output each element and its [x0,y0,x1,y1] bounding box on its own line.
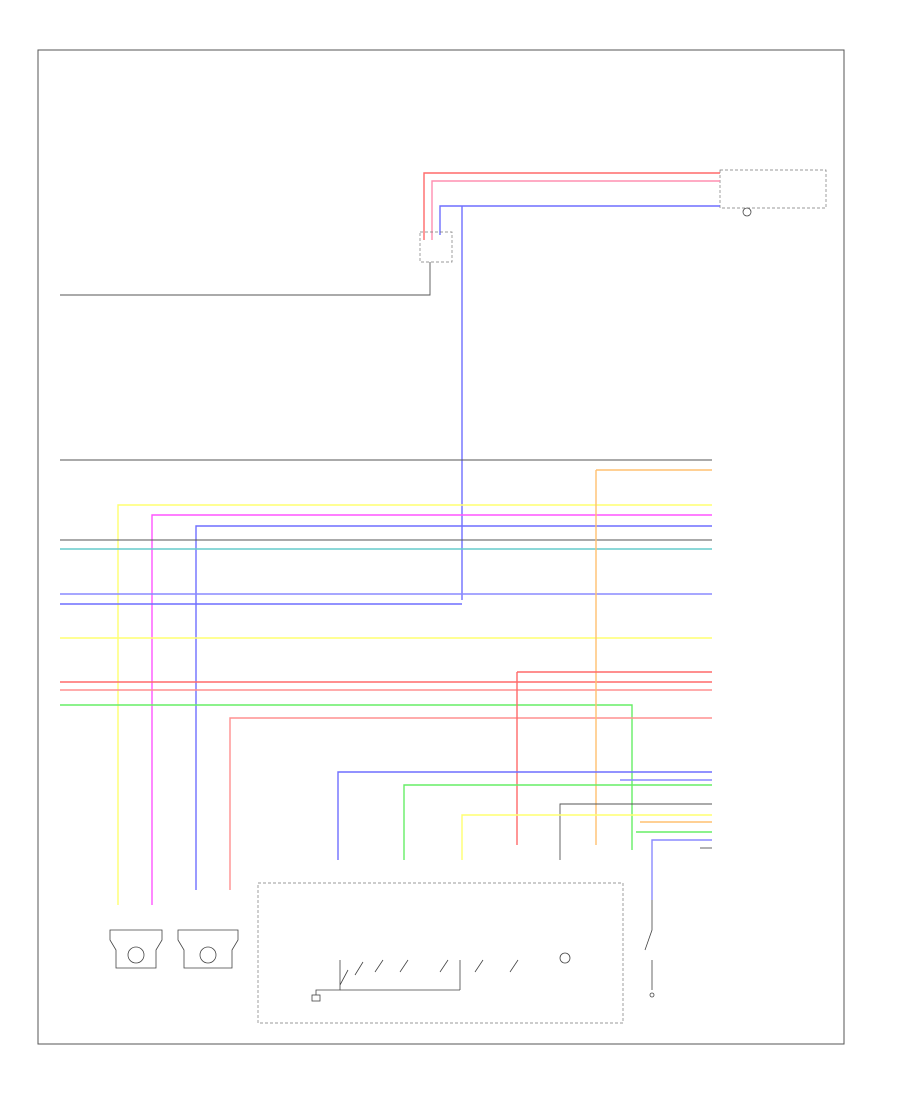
wire-blue-5 [337,771,712,860]
vss-sensor [109,929,163,969]
range-selector-assembly [257,882,624,1024]
solenoid-switches [315,959,519,995]
instrument-cluster [719,169,827,217]
solenoid-common-bus [340,960,461,991]
junction-connector [419,231,453,263]
wire-gray-3 [559,803,712,860]
range-selector-outline [257,882,624,1024]
vss-coil-icon [127,946,145,964]
wire-pink-top [431,180,720,240]
wire-red-vertical [516,671,712,845]
gauge-icon [742,207,752,217]
ground-terminal [311,994,321,1002]
tss-sensor [177,929,239,969]
wire-green-2 [403,784,712,860]
brake-switch [644,900,655,998]
wire-yellow-3 [461,814,712,860]
tss-coil-icon [199,946,217,964]
wire-green-1 [60,704,633,850]
diagram-frame [37,49,845,1045]
wire-yellow-tall [117,504,712,905]
wire-blue-top [439,205,720,235]
instrument-cluster-outline [719,169,827,209]
wire-magenta-tall [151,514,712,905]
wire-salmon-2 [229,717,712,890]
wire-blue-tall [195,525,712,890]
tss-body [177,929,239,969]
wire-blue-7 [651,839,712,900]
wire-gray-upper [60,262,431,296]
brake-switch-contact [644,900,653,990]
tft-sensor-icon [559,952,571,964]
brake-switch-terminal [649,992,655,998]
wire-red-top [423,172,720,240]
vss-body [109,929,163,969]
